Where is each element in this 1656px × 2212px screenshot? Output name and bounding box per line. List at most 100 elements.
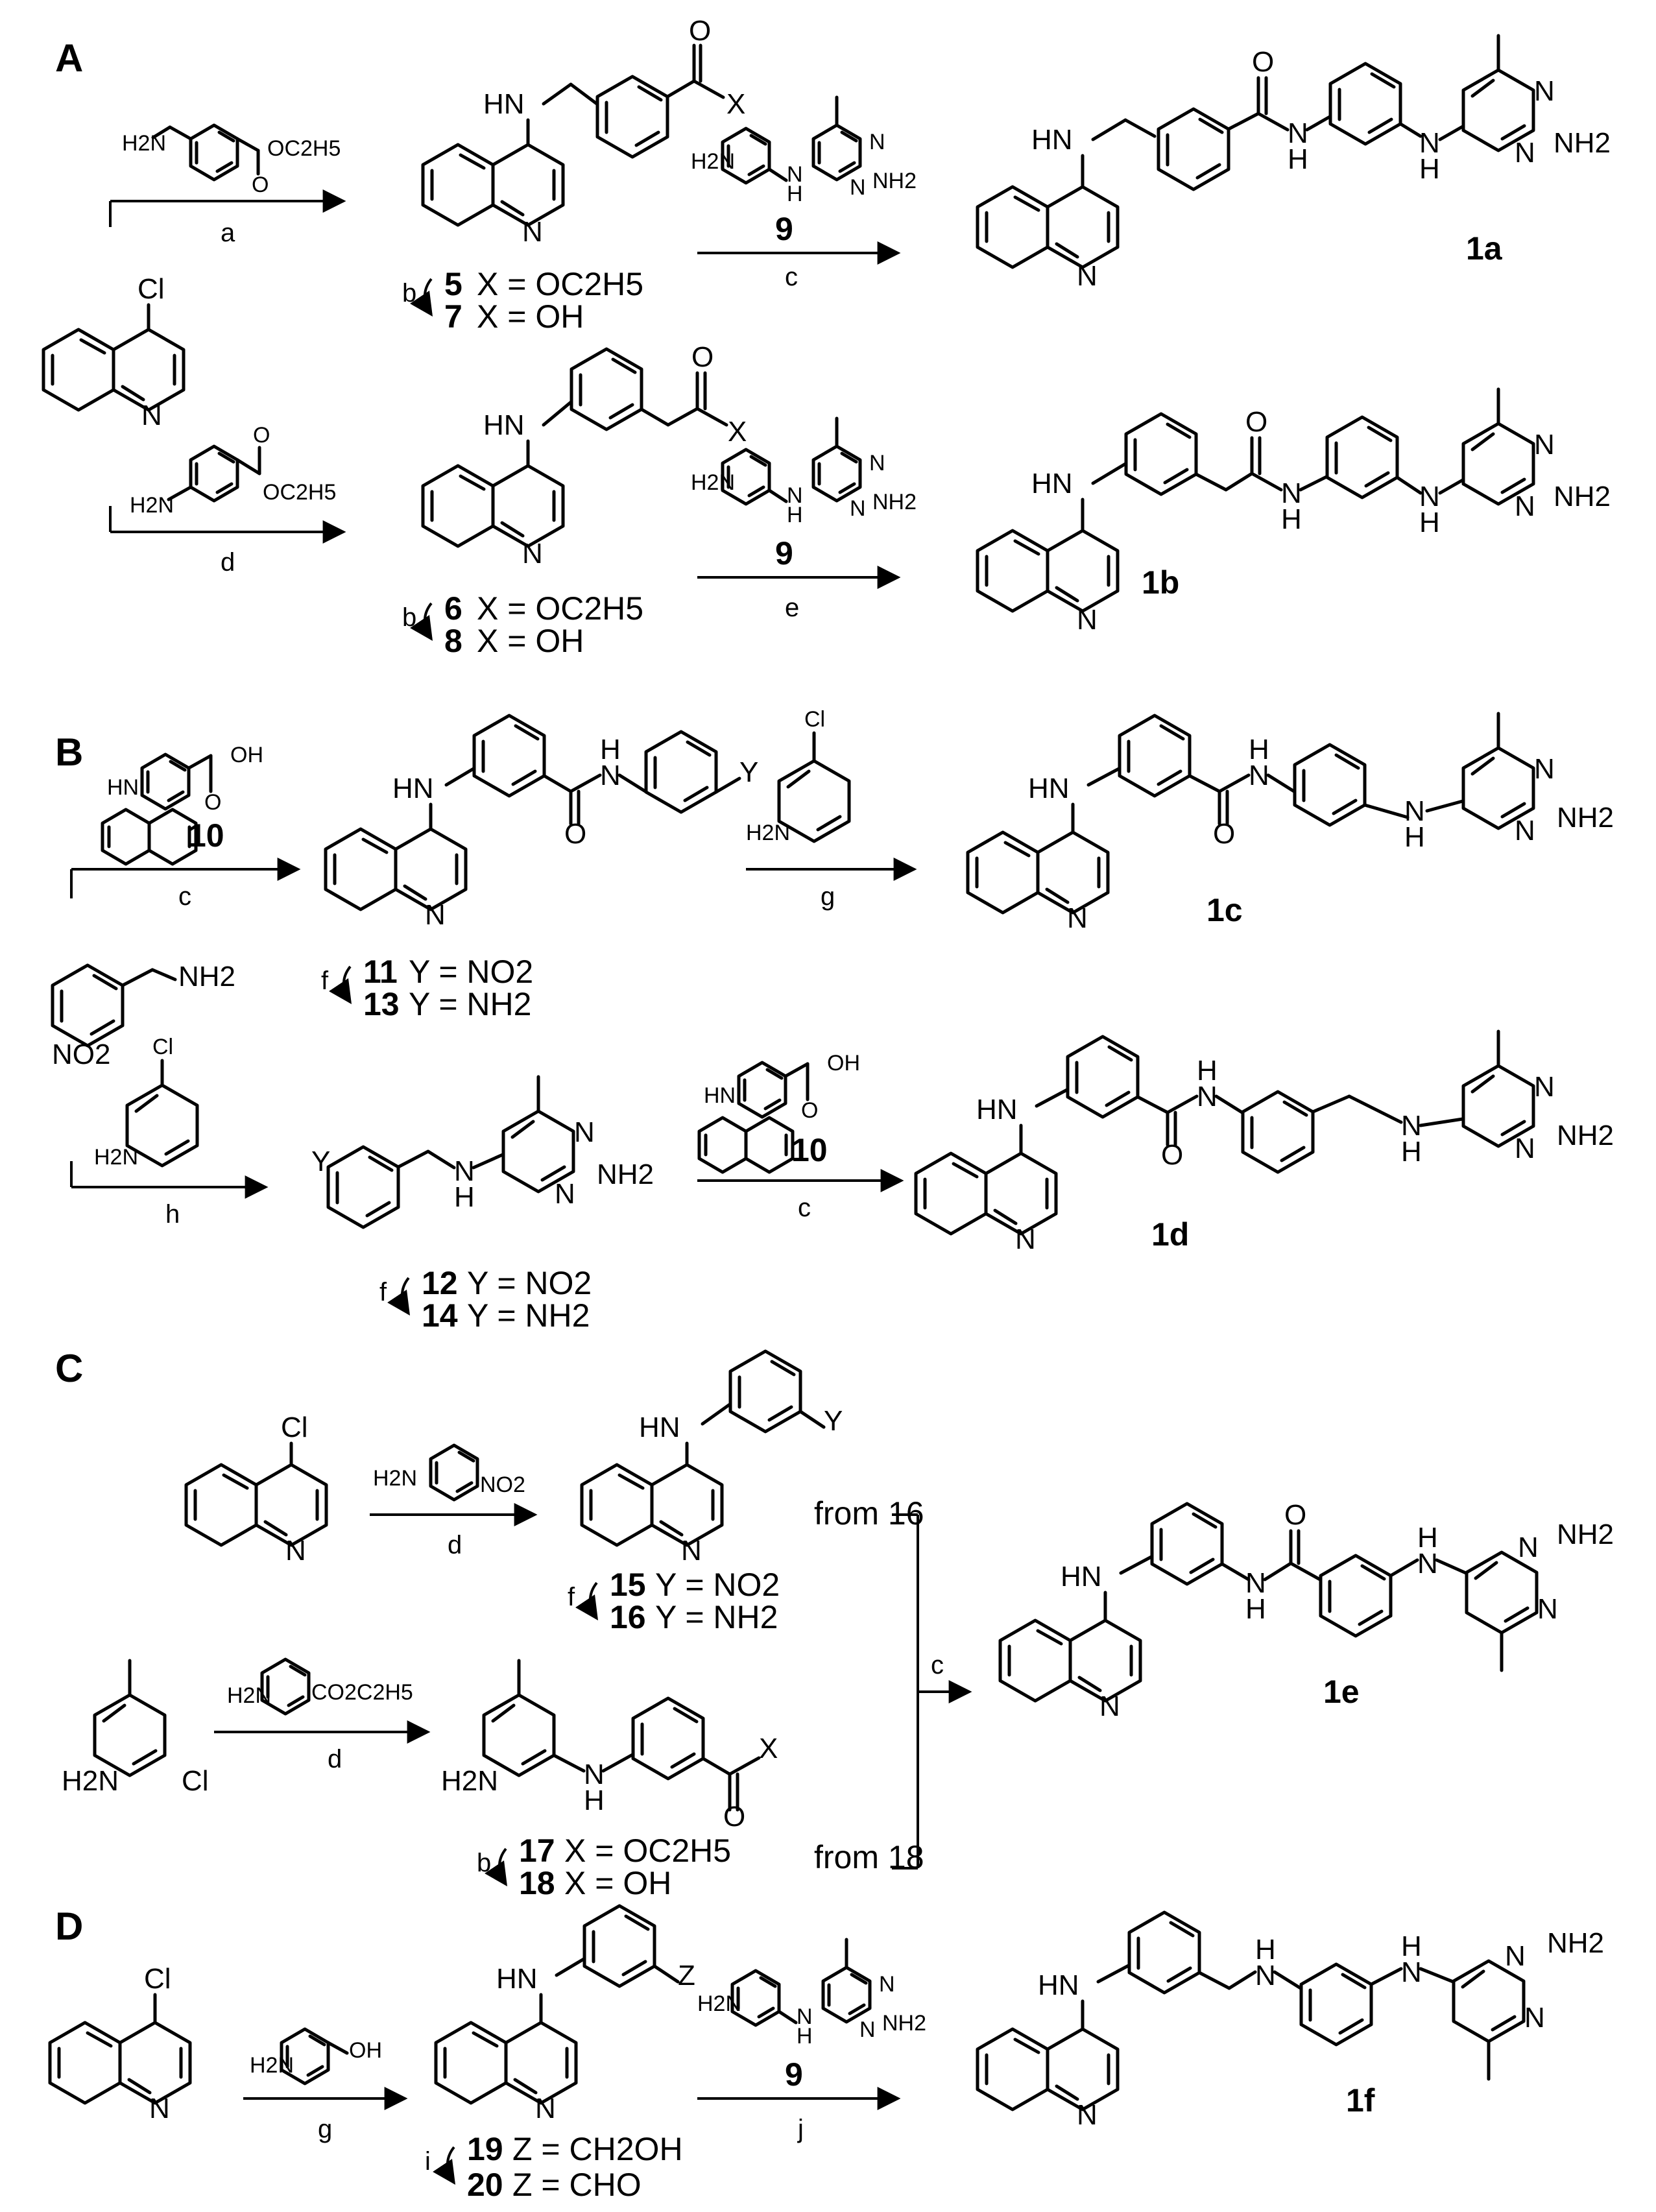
svg-text:H: H	[1197, 1055, 1218, 1087]
svg-text:NH2: NH2	[882, 2011, 926, 2036]
svg-text:HN: HN	[704, 1083, 736, 1108]
svg-text:O: O	[1252, 46, 1274, 78]
svg-text:N: N	[1404, 795, 1425, 827]
label-5: 5	[444, 266, 462, 302]
svg-text:N: N	[522, 538, 543, 570]
svg-text:H: H	[1245, 1593, 1266, 1625]
svg-text:HN: HN	[639, 1412, 680, 1443]
svg-text:N: N	[425, 899, 446, 931]
svg-text:HN: HN	[1061, 1561, 1102, 1593]
condition-g-d: g	[318, 2115, 332, 2143]
condition-f-c: f	[568, 1583, 575, 1611]
svg-text:N: N	[1515, 490, 1535, 522]
reagent-9-d: H2N N H N N NH2	[697, 1938, 926, 2049]
svg-text:N: N	[1077, 604, 1098, 636]
svg-text:H: H	[1249, 734, 1269, 765]
label-1a: 1a	[1466, 230, 1503, 267]
svg-text:H2N: H2N	[227, 1683, 271, 1708]
svg-text:Cl: Cl	[182, 1765, 209, 1797]
label-8: 8	[444, 623, 462, 659]
label-14: 14	[422, 1297, 458, 1334]
compound-6-8: HN O X N	[423, 341, 747, 570]
svg-text:N: N	[1077, 260, 1098, 292]
svg-text:NH2: NH2	[1557, 802, 1614, 834]
svg-text:H: H	[1281, 503, 1302, 535]
svg-text:N: N	[1534, 429, 1555, 461]
svg-text:NH2: NH2	[872, 490, 917, 514]
svg-text:N: N	[1524, 2002, 1545, 2034]
condition-f-b1: f	[321, 967, 329, 995]
condition-i: i	[425, 2147, 431, 2176]
product-1f: HN H N H N N N NH2 N	[978, 1912, 1604, 2131]
condition-d-c2: d	[328, 1745, 342, 1773]
def-11: Y = NO2	[409, 954, 533, 990]
label-13: 13	[363, 986, 400, 1022]
svg-text:CO2C2H5: CO2C2H5	[311, 1680, 413, 1705]
label-1e: 1e	[1323, 1674, 1360, 1710]
condition-c-c: c	[931, 1651, 944, 1679]
svg-text:N: N	[1401, 1956, 1422, 1988]
svg-text:H: H	[1255, 1934, 1276, 1966]
label-20: 20	[467, 2167, 503, 2203]
svg-text:X: X	[726, 88, 745, 120]
svg-text:N: N	[149, 2093, 170, 2124]
svg-text:NO2: NO2	[480, 1473, 525, 1497]
def-20: Z = CHO	[512, 2167, 642, 2203]
reagent-chloropyrimidine-g: Cl H2N	[746, 707, 849, 845]
label-10-b1: 10	[188, 817, 224, 854]
nitrobenzylamine-start: NH2 NO2	[52, 961, 235, 1070]
svg-text:N: N	[869, 451, 885, 475]
svg-text:OC2H5: OC2H5	[263, 480, 336, 505]
svg-text:N: N	[1099, 1690, 1120, 1722]
svg-text:N: N	[1534, 753, 1555, 785]
svg-text:N: N	[522, 216, 543, 248]
label-9-d: 9	[785, 2056, 803, 2093]
condition-b-c: b	[477, 1849, 491, 1877]
condition-c-b2: c	[798, 1194, 811, 1222]
svg-text:N: N	[1419, 481, 1440, 512]
svg-text:N: N	[1417, 1548, 1438, 1580]
svg-text:N: N	[1518, 1532, 1539, 1563]
def-14: Y = NH2	[467, 1297, 590, 1334]
svg-text:H: H	[1401, 1136, 1422, 1168]
svg-text:N: N	[584, 1759, 605, 1790]
condition-f-b2: f	[379, 1278, 387, 1306]
label-9-a1: 9	[775, 211, 793, 247]
label-7: 7	[444, 298, 462, 335]
def-12: Y = NO2	[467, 1265, 592, 1301]
svg-text:NH2: NH2	[1557, 1519, 1614, 1550]
svg-text:H: H	[1417, 1522, 1438, 1554]
condition-b-a1: b	[402, 279, 416, 307]
svg-text:O: O	[689, 15, 711, 47]
def-19: Z = CH2OH	[512, 2131, 683, 2167]
svg-text:N: N	[1249, 760, 1269, 791]
svg-text:H: H	[787, 182, 803, 206]
svg-text:N: N	[1515, 1133, 1535, 1164]
section-label-b: B	[55, 730, 83, 774]
compound-17-18: H2N N H O X	[441, 1659, 778, 1833]
svg-text:HN: HN	[1031, 124, 1073, 156]
label-1f: 1f	[1346, 2082, 1375, 2119]
svg-text:N: N	[1255, 1960, 1276, 1991]
svg-text:O: O	[1245, 406, 1267, 438]
svg-text:Y: Y	[739, 756, 758, 788]
section-label-a: A	[55, 36, 83, 80]
reagent-aminobenzylalcohol: H2N OH	[250, 2029, 382, 2084]
svg-text:H2N: H2N	[94, 1145, 138, 1170]
svg-text:H2N: H2N	[373, 1466, 417, 1491]
svg-text:O: O	[253, 423, 270, 448]
svg-text:OH: OH	[230, 743, 263, 767]
condition-c-b1: c	[178, 882, 191, 911]
condition-h: h	[165, 1200, 180, 1229]
svg-text:N: N	[1515, 815, 1535, 847]
chloroquinoline-start-d: Cl N	[50, 1963, 190, 2124]
product-1a: HN O N H N H N N NH2 N	[978, 34, 1611, 292]
reagent-amine-ester-d: H2N O OC2H5	[130, 423, 336, 518]
svg-text:H: H	[1288, 143, 1308, 175]
svg-text:H2N: H2N	[130, 493, 174, 518]
svg-text:N: N	[879, 1972, 895, 1997]
reagent-9-a2: H2N N H N N NH2	[691, 416, 917, 527]
svg-text:N: N	[1419, 127, 1440, 159]
compound-15-16: HN Y N	[582, 1351, 843, 1567]
svg-text:H2N: H2N	[691, 149, 735, 174]
